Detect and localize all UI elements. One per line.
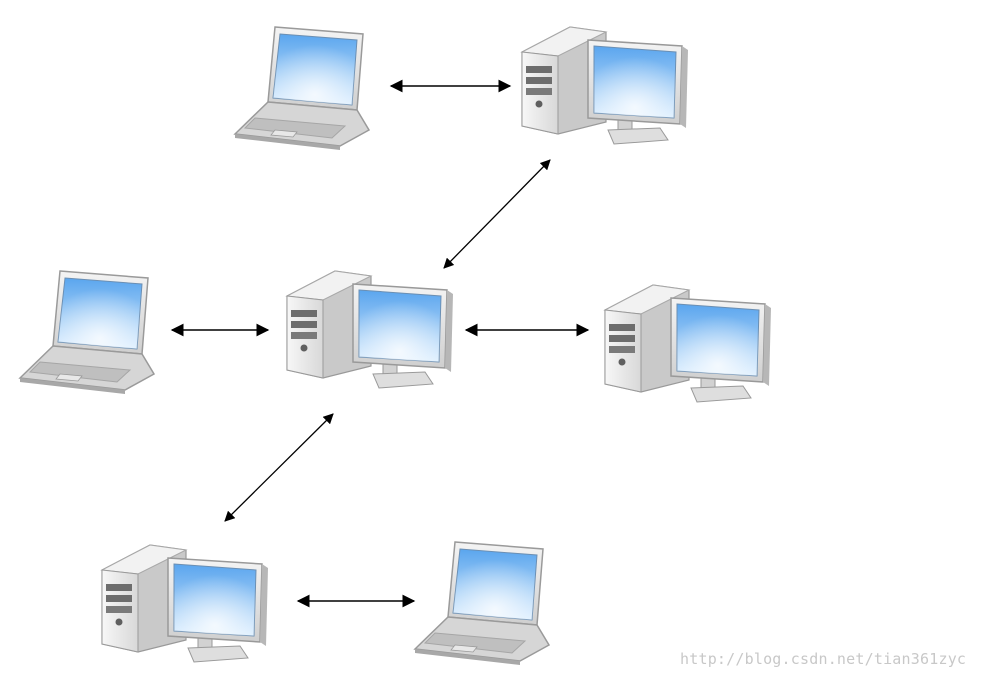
connection-arrow <box>224 413 334 522</box>
desktop-computer-icon <box>101 544 269 663</box>
laptop-icon <box>414 541 550 666</box>
desktop-computer-icon <box>286 270 454 389</box>
laptop-icon <box>19 270 155 395</box>
desktop-computer-icon <box>604 284 772 403</box>
watermark-text: http://blog.csdn.net/tian361zyc <box>680 650 967 668</box>
desktop-computer-icon <box>521 26 689 145</box>
laptop-icon <box>234 26 370 151</box>
connection-arrow <box>443 159 551 269</box>
